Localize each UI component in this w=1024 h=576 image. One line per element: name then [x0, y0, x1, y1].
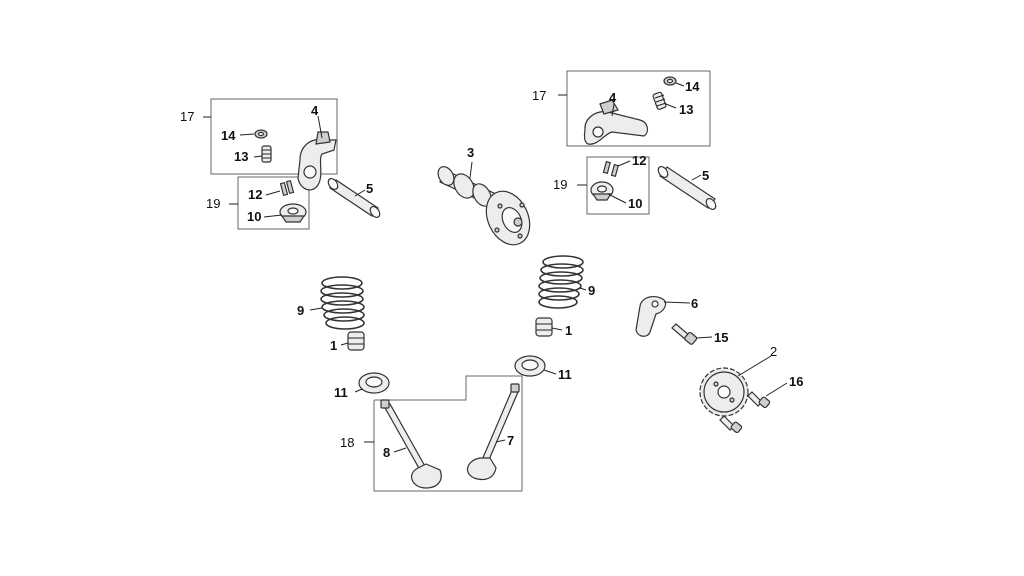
callout-11-right: 11	[558, 367, 572, 382]
callout-9-left: 9	[297, 303, 304, 318]
callout-19-left: 19	[206, 196, 220, 211]
callout-7: 7	[507, 433, 514, 448]
rocker-shaft-left	[327, 177, 381, 219]
callout-4-right: 4	[609, 90, 617, 105]
group-box-17-left	[203, 98, 338, 175]
callout-12-left: 12	[248, 187, 262, 202]
sprocket-bolt-upper	[747, 391, 771, 409]
callout-labels: 17 14 13 4 5 12 19 10 3 17 4 14 13 12 19…	[180, 79, 803, 460]
intake-valve	[466, 383, 520, 481]
adjust-screw-left	[261, 145, 272, 163]
roller-washer-left	[279, 203, 307, 223]
cam-sprocket	[699, 367, 749, 417]
pin-left	[279, 179, 295, 197]
callout-6: 6	[691, 296, 698, 311]
exhaust-valve	[380, 399, 442, 489]
leader-lines	[239, 82, 788, 453]
callout-3: 3	[467, 145, 474, 160]
callout-5-right: 5	[702, 168, 709, 183]
callout-16: 16	[789, 374, 803, 389]
group-box-17-right	[558, 70, 711, 147]
pin-right	[602, 160, 619, 178]
rocker-arm-left	[297, 131, 337, 191]
bolt-15	[671, 323, 698, 345]
rocker-shaft-right	[657, 165, 717, 211]
valve-spring-right	[538, 255, 584, 309]
valve-seal-right	[535, 317, 553, 337]
callout-1-left: 1	[330, 338, 337, 353]
lock-nut-left	[254, 129, 268, 139]
valve-spring-left	[320, 276, 365, 330]
adjust-screw-right	[652, 91, 667, 110]
valve-seal-left	[347, 331, 365, 351]
group-box-18	[364, 375, 523, 492]
callout-13-left: 13	[234, 149, 248, 164]
callout-2: 2	[770, 344, 777, 359]
callout-10-right: 10	[628, 196, 642, 211]
spring-retainer-left	[358, 372, 390, 394]
callout-9-right: 9	[588, 283, 595, 298]
camshaft	[437, 166, 531, 246]
roller-washer-right	[590, 181, 614, 201]
group-box-19-left	[229, 176, 310, 230]
callout-12-right: 12	[632, 153, 646, 168]
callout-5-left: 5	[366, 181, 373, 196]
callout-17-left: 17	[180, 109, 194, 124]
callout-18: 18	[340, 435, 354, 450]
group-box-19-right	[577, 156, 650, 215]
lock-nut-right	[663, 76, 677, 86]
callout-1-right: 1	[565, 323, 572, 338]
rocker-arm-right	[583, 99, 649, 145]
callout-14-left: 14	[221, 128, 236, 143]
decompression-lever	[635, 296, 667, 337]
callout-15: 15	[714, 330, 728, 345]
callout-10-left: 10	[247, 209, 261, 224]
callout-11-left: 11	[334, 385, 348, 400]
sprocket-bolt-lower	[719, 415, 743, 434]
callout-4-left: 4	[311, 103, 319, 118]
callout-13-right: 13	[679, 102, 693, 117]
callout-8: 8	[383, 445, 390, 460]
callout-19-right: 19	[553, 177, 567, 192]
callout-17-right: 17	[532, 88, 546, 103]
spring-retainer-right	[514, 355, 546, 377]
callout-14-right: 14	[685, 79, 700, 94]
